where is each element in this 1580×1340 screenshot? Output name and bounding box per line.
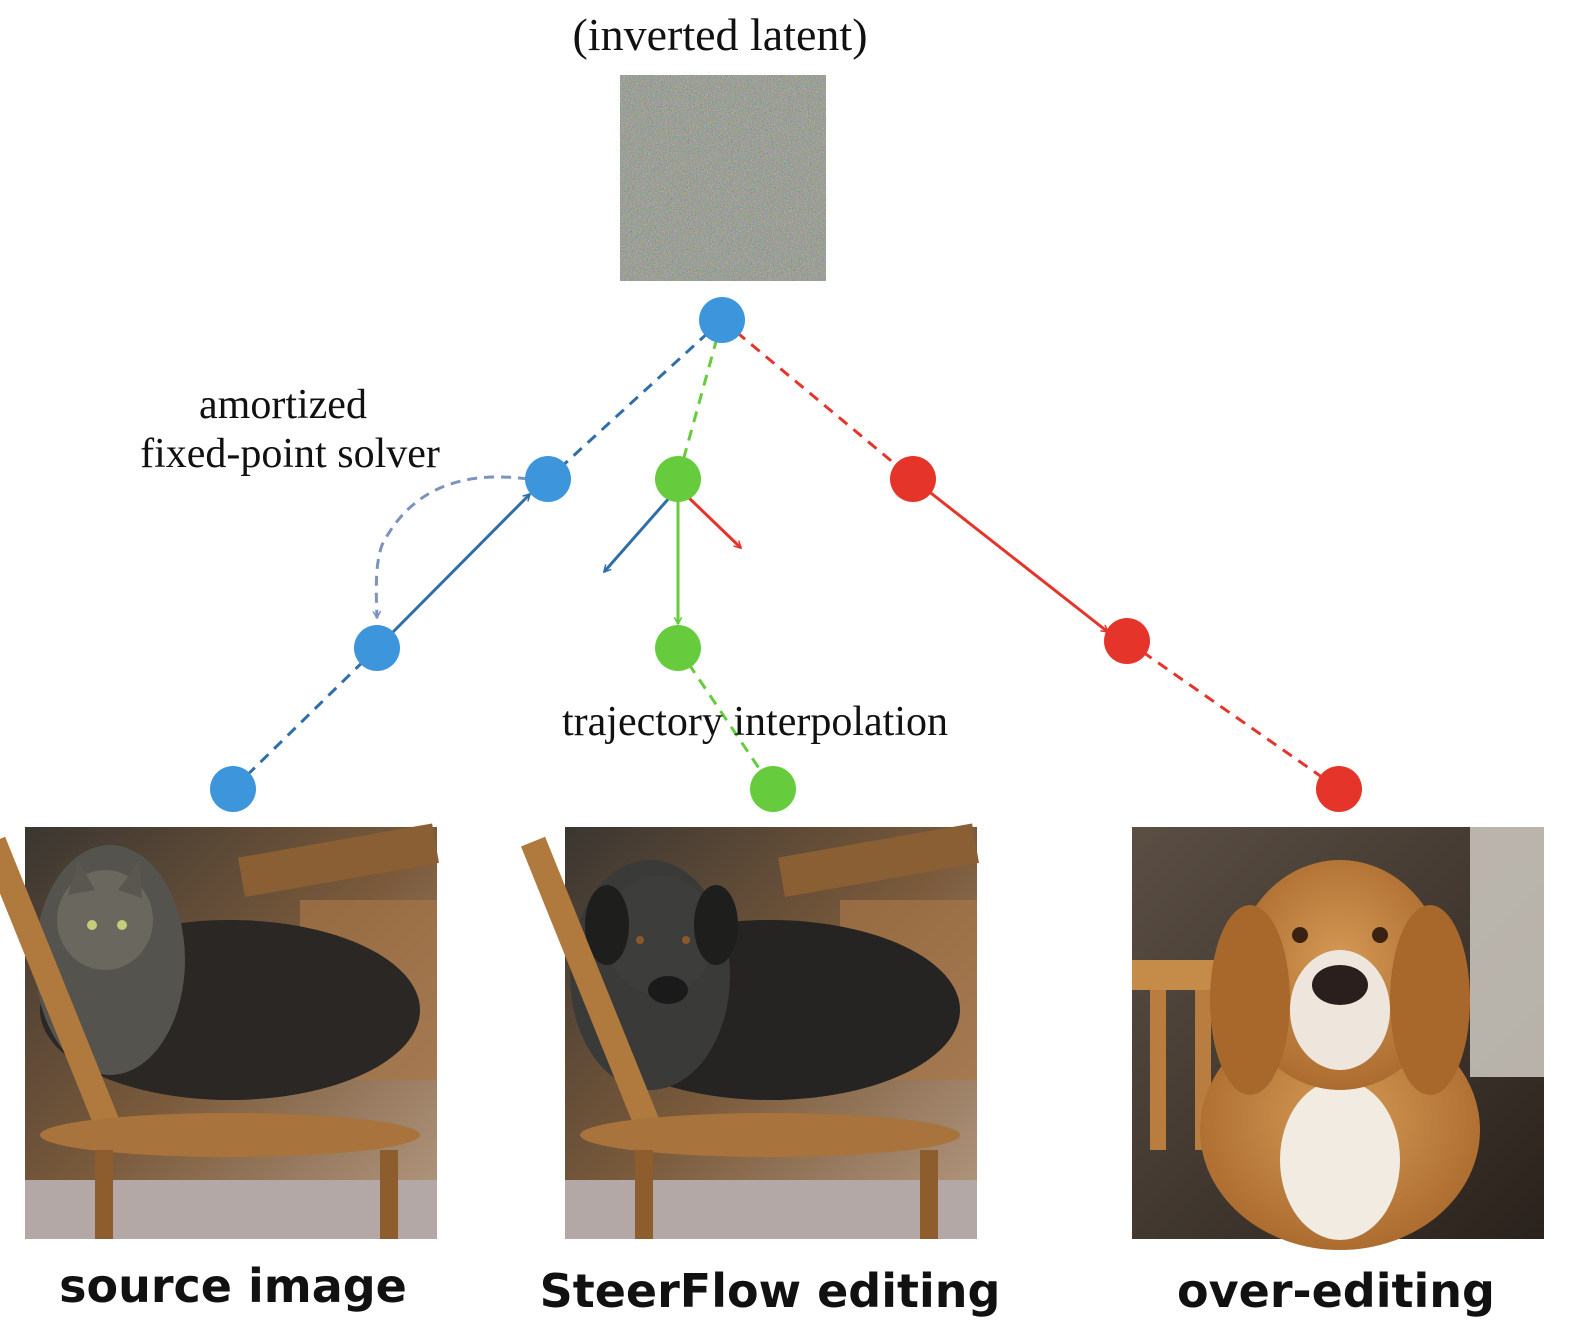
trajectory-lines <box>231 318 1340 791</box>
node-blue-middle <box>354 625 400 671</box>
green-branch-red-arrow <box>686 495 741 550</box>
solver-label-line2: fixed-point solver <box>140 431 440 477</box>
caption-source-image: source image <box>59 1259 407 1313</box>
node-red-upper <box>890 456 936 502</box>
caption-steerflow-editing: SteerFlow editing <box>540 1264 1001 1318</box>
node-blue-upper <box>525 456 571 502</box>
blue-dashed-upper <box>546 318 724 481</box>
blue-dashed-lower <box>231 646 379 791</box>
node-green-middle <box>655 625 701 671</box>
blue-solid-arrow <box>391 494 530 634</box>
trajectory-nodes <box>210 297 1362 812</box>
green-branch-blue-arrow <box>602 496 672 572</box>
inverted-latent-image <box>620 75 826 281</box>
source-image <box>0 823 439 1239</box>
caption-over-editing: over-editing <box>1177 1264 1495 1318</box>
red-solid-arrow <box>912 477 1108 634</box>
node-green-upper <box>655 456 701 502</box>
node-green-output <box>750 766 796 812</box>
steerflow-image <box>521 823 979 1239</box>
red-dashed-lower <box>1126 639 1340 791</box>
inverted-latent-label: (inverted latent) <box>572 9 867 60</box>
node-latent-blue <box>699 297 745 343</box>
red-dashed-upper <box>721 318 914 481</box>
solver-curved-arrow <box>376 475 529 618</box>
node-blue-source <box>210 766 256 812</box>
node-red-middle <box>1104 618 1150 664</box>
green-dashed-lower <box>676 647 775 790</box>
overedit-image <box>1132 827 1544 1250</box>
interpolation-label: trajectory interpolation <box>562 699 948 745</box>
node-red-output <box>1316 766 1362 812</box>
solver-label-line1: amortized <box>199 382 367 428</box>
green-dashed-upper <box>676 319 724 480</box>
